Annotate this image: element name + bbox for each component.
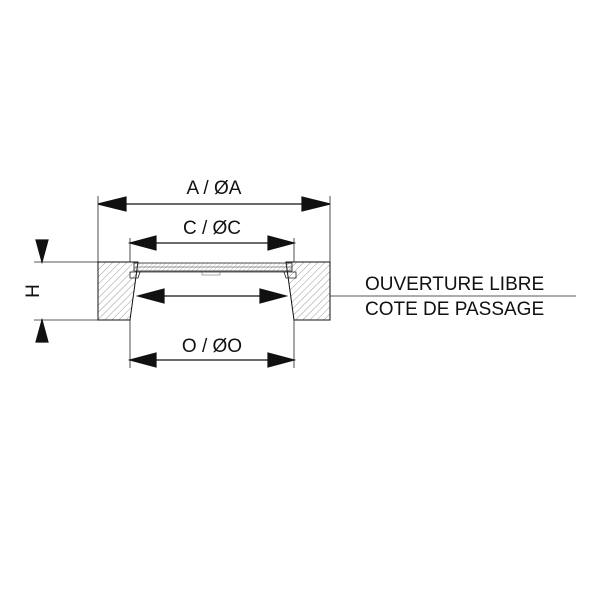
label-passage: COTE DE PASSAGE bbox=[365, 299, 544, 320]
cover-seat-left bbox=[129, 271, 141, 279]
dimension-lines bbox=[35, 196, 331, 368]
dim-passage-arrow-left bbox=[135, 288, 165, 304]
dim-h-arrow-bottom bbox=[35, 317, 49, 343]
dim-o-arrow-right bbox=[267, 352, 297, 368]
label-height: H bbox=[23, 284, 44, 298]
cover-lid bbox=[129, 262, 297, 279]
dim-c-arrow-left bbox=[127, 235, 157, 251]
dim-o-arrow-left bbox=[127, 352, 157, 368]
dim-c-arrow-right bbox=[267, 235, 297, 251]
dim-a-arrow-left bbox=[97, 196, 127, 212]
label-opening-dimension: O / ØO bbox=[182, 336, 242, 357]
frame-left-wall bbox=[97, 261, 139, 321]
frame-right-wall bbox=[285, 261, 331, 321]
label-cover-dimension: C / ØC bbox=[183, 218, 241, 239]
label-overall-dimension: A / ØA bbox=[187, 178, 242, 199]
label-clear-opening: OUVERTURE LIBRE bbox=[365, 274, 544, 295]
dim-a-arrow-right bbox=[301, 196, 331, 212]
extension-lines bbox=[34, 196, 576, 368]
frame-section bbox=[97, 261, 331, 321]
cover-seat-right bbox=[283, 271, 297, 279]
dim-passage-arrow-right bbox=[259, 288, 289, 304]
dim-h-arrow-top bbox=[35, 239, 49, 265]
